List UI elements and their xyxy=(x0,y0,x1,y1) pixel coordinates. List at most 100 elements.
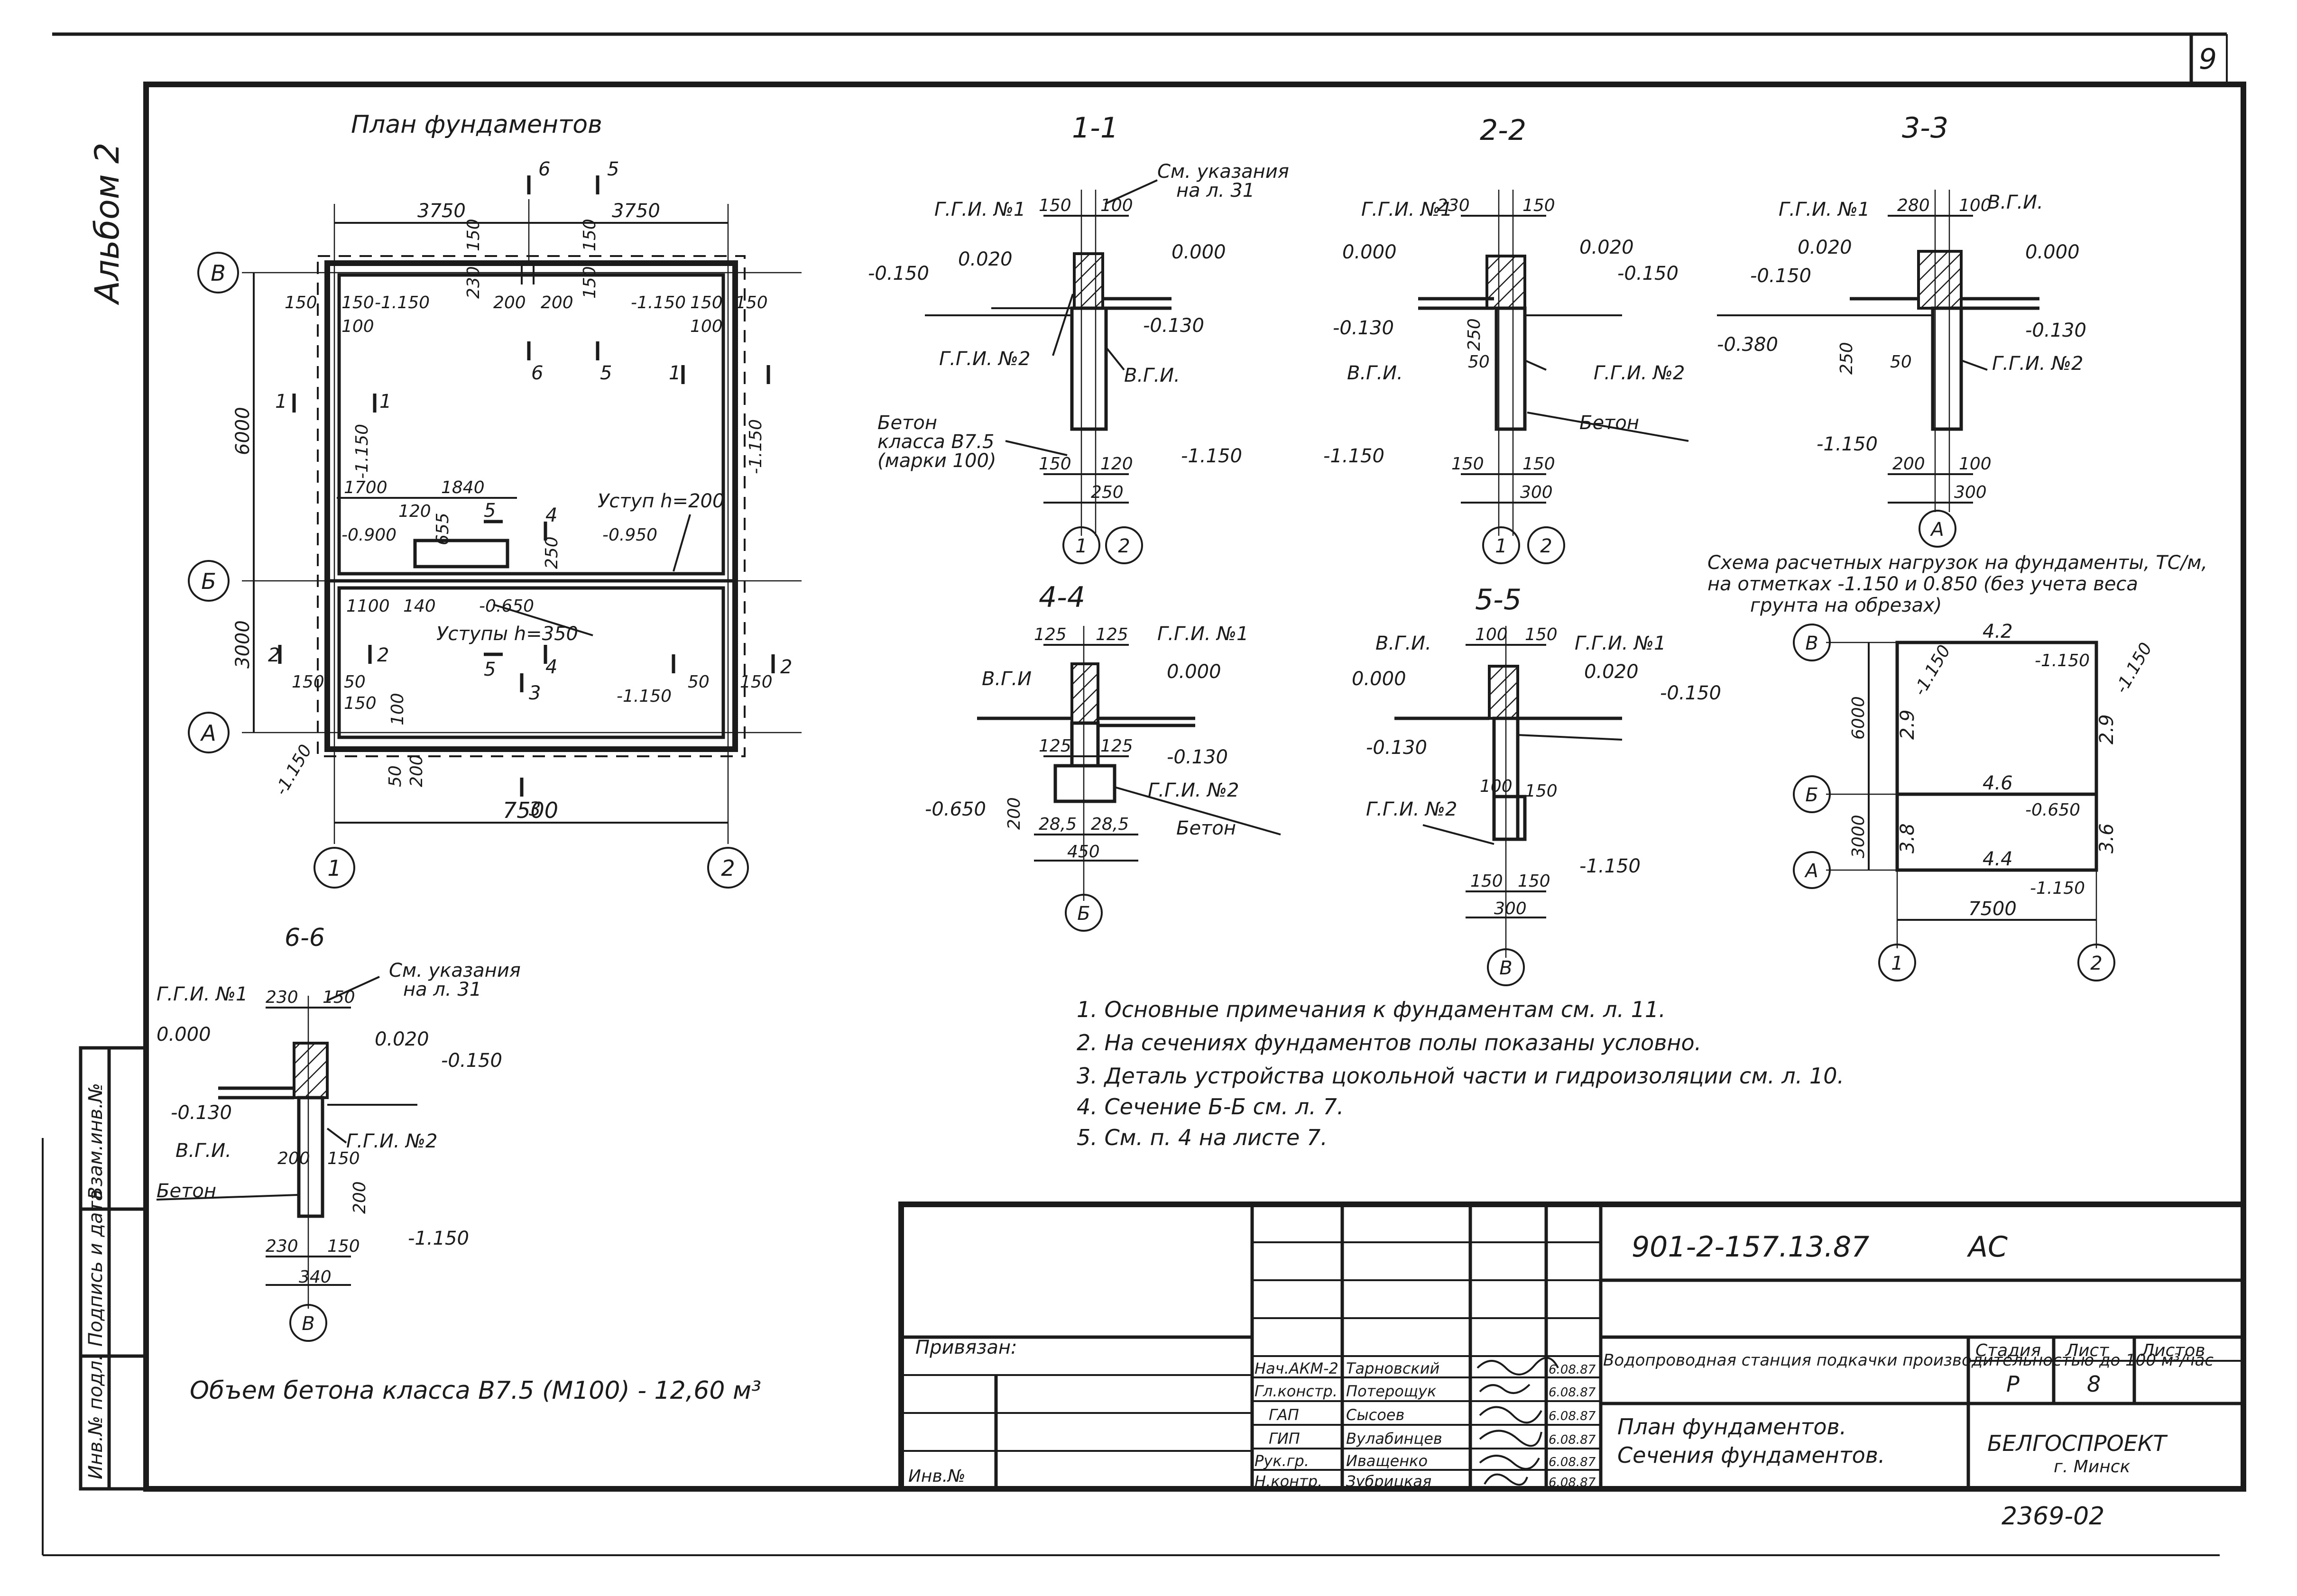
section-5-5 xyxy=(1394,626,1623,958)
s55-d100-b: 100 xyxy=(1480,777,1513,796)
s44-lv-m650: -0.650 xyxy=(925,798,986,820)
plan-level-1150-b: -1.150 xyxy=(631,293,686,312)
cut-5-mid-top: 5 xyxy=(484,500,496,522)
s66-d150-b: 150 xyxy=(327,1237,360,1256)
s33-d250: 250 xyxy=(1837,342,1856,375)
sig-name-1: Тарновский xyxy=(1346,1359,1439,1377)
side-stamp xyxy=(79,1046,148,1491)
signature-scribble-5 xyxy=(1479,1455,1540,1470)
load-dim-3000: 3000 xyxy=(1849,815,1868,858)
s22-ggi2: Г.Г.И. №2 xyxy=(1594,362,1685,384)
section-5-5-title: 5-5 xyxy=(1475,583,1522,616)
dim-total: 7500 xyxy=(503,798,558,823)
load-level-1150-c: -1.150 xyxy=(2112,639,2156,697)
s11-lv-m1150: -1.150 xyxy=(1181,445,1242,467)
s44-ggi1: Г.Г.И. №1 xyxy=(1157,623,1248,645)
s22-d150-b: 150 xyxy=(1451,454,1484,474)
s44-d285-b: 28,5 xyxy=(1091,815,1129,834)
s66-axis: В xyxy=(302,1313,314,1335)
inv-label: Инв.№ xyxy=(908,1467,966,1486)
title-block xyxy=(898,1202,2246,1492)
dim-1700: 1700 xyxy=(344,478,387,497)
sheet-title-2: Сечения фундаментов. xyxy=(1617,1442,1885,1468)
load-top: 4.2 xyxy=(1983,621,2013,642)
s55-d150: 150 xyxy=(1525,625,1558,644)
dim-150-i: 150 xyxy=(344,694,377,713)
s11-see-note: См. указания xyxy=(1157,161,1289,183)
sig-date-2: 6.08.87 xyxy=(1549,1385,1596,1400)
s22-d230: 230 xyxy=(1437,196,1470,215)
s55-lv-m130: -0.130 xyxy=(1366,737,1427,759)
s66-d200: 200 xyxy=(277,1149,310,1168)
s55-lv-000: 0.000 xyxy=(1352,668,1406,690)
dim-150-e: 150 xyxy=(464,219,483,251)
s33-d100-b: 100 xyxy=(1959,454,1992,474)
s33-d50: 50 xyxy=(1890,352,1912,372)
s66-lv-000: 0.000 xyxy=(157,1024,211,1046)
s22-lv-020: 0.020 xyxy=(1579,237,1634,258)
axis-label-a: А xyxy=(200,720,216,746)
album-label: Альбом 2 xyxy=(88,143,127,305)
dim-200-b: 200 xyxy=(541,293,573,312)
s44-axis: Б xyxy=(1077,903,1090,925)
s55-d150-d: 150 xyxy=(1518,871,1550,891)
loads-axis-2: 2 xyxy=(2090,953,2102,974)
s33-d300: 300 xyxy=(1954,483,1987,502)
s33-lv-m150: -0.150 xyxy=(1750,265,1811,287)
loads-axis-b: Б xyxy=(1805,784,1818,806)
cut-5-bottom: 5 xyxy=(600,362,612,384)
s66-see-sheet: на л. 31 xyxy=(403,979,481,1000)
stamp-sign-date: Подпись и дата xyxy=(85,1190,107,1347)
s11-d100: 100 xyxy=(1100,196,1133,215)
s55-ggi1: Г.Г.И. №1 xyxy=(1575,633,1666,654)
sig-date-3: 6.08.87 xyxy=(1549,1409,1596,1423)
s33-lv-m380: -0.380 xyxy=(1717,334,1778,356)
s11-axis-bubble-2 xyxy=(1105,526,1143,564)
s33-lv-m1150: -1.150 xyxy=(1817,433,1878,455)
sig-name-6: Зубрицкая xyxy=(1346,1472,1431,1490)
s11-beton-class: класса В7.5 xyxy=(877,431,995,453)
loads-axis-bubble-b xyxy=(1793,775,1831,813)
axis-bubble-1 xyxy=(314,847,355,889)
s22-d150: 150 xyxy=(1522,196,1555,215)
cut-6-top: 6 xyxy=(538,158,550,180)
dim-50-c: 50 xyxy=(688,672,710,692)
s33-axis: А xyxy=(1929,519,1944,541)
cut-6-bottom: 6 xyxy=(531,362,543,384)
sheet-title-1: План фундаментов. xyxy=(1617,1414,1846,1440)
s66-see-note: См. указания xyxy=(389,960,521,981)
s66-ggi2: Г.Г.И. №2 xyxy=(346,1130,437,1152)
cut-3-bottom: 3 xyxy=(529,798,541,820)
cut-1-right: 1 xyxy=(669,362,681,384)
s44-d125-b: 125 xyxy=(1096,625,1128,644)
s22-lv-m130: -0.130 xyxy=(1333,317,1394,339)
s22-lv-m1150: -1.150 xyxy=(1323,445,1384,467)
s22-d300: 300 xyxy=(1520,483,1553,502)
plan-level-1150-d: -1.150 xyxy=(746,419,766,474)
s44-d450: 450 xyxy=(1067,842,1100,862)
note-4: 4. Сечение Б-Б см. л. 7. xyxy=(1077,1094,1344,1119)
sig-role-3: ГАП xyxy=(1269,1406,1299,1424)
s11-beton-mark: (марки 100) xyxy=(877,450,996,472)
cut-3-top: 3 xyxy=(529,682,541,704)
stage-value: Р xyxy=(2006,1371,2020,1397)
section-4-4-title: 4-4 xyxy=(1039,581,1085,614)
load-level-1150-b: -1.150 xyxy=(1910,642,1955,699)
dim-100-c: 100 xyxy=(388,693,407,725)
loads-caption-1: Схема расчетных нагрузок на фундаменты, … xyxy=(1707,552,2207,574)
s11-beton: Бетон xyxy=(877,412,937,434)
load-left-upper: 2.9 xyxy=(1897,709,1919,740)
cut-2-left: 2 xyxy=(268,644,280,666)
s44-lv-000: 0.000 xyxy=(1167,661,1221,683)
s66-ggi1: Г.Г.И. №1 xyxy=(157,983,248,1005)
cut-4-bottom: 4 xyxy=(545,656,557,678)
s66-d340: 340 xyxy=(299,1267,332,1287)
s44-lv-m130: -0.130 xyxy=(1167,746,1228,768)
s22-axis-bubble-1 xyxy=(1482,526,1520,564)
s11-d150: 150 xyxy=(1039,196,1071,215)
sig-role-6: Н.контр. xyxy=(1255,1472,1322,1490)
load-level-650: -0.650 xyxy=(2025,800,2080,820)
loads-axis-1: 1 xyxy=(1891,953,1903,974)
dim-120: 120 xyxy=(398,502,431,521)
s55-d100: 100 xyxy=(1475,625,1508,644)
